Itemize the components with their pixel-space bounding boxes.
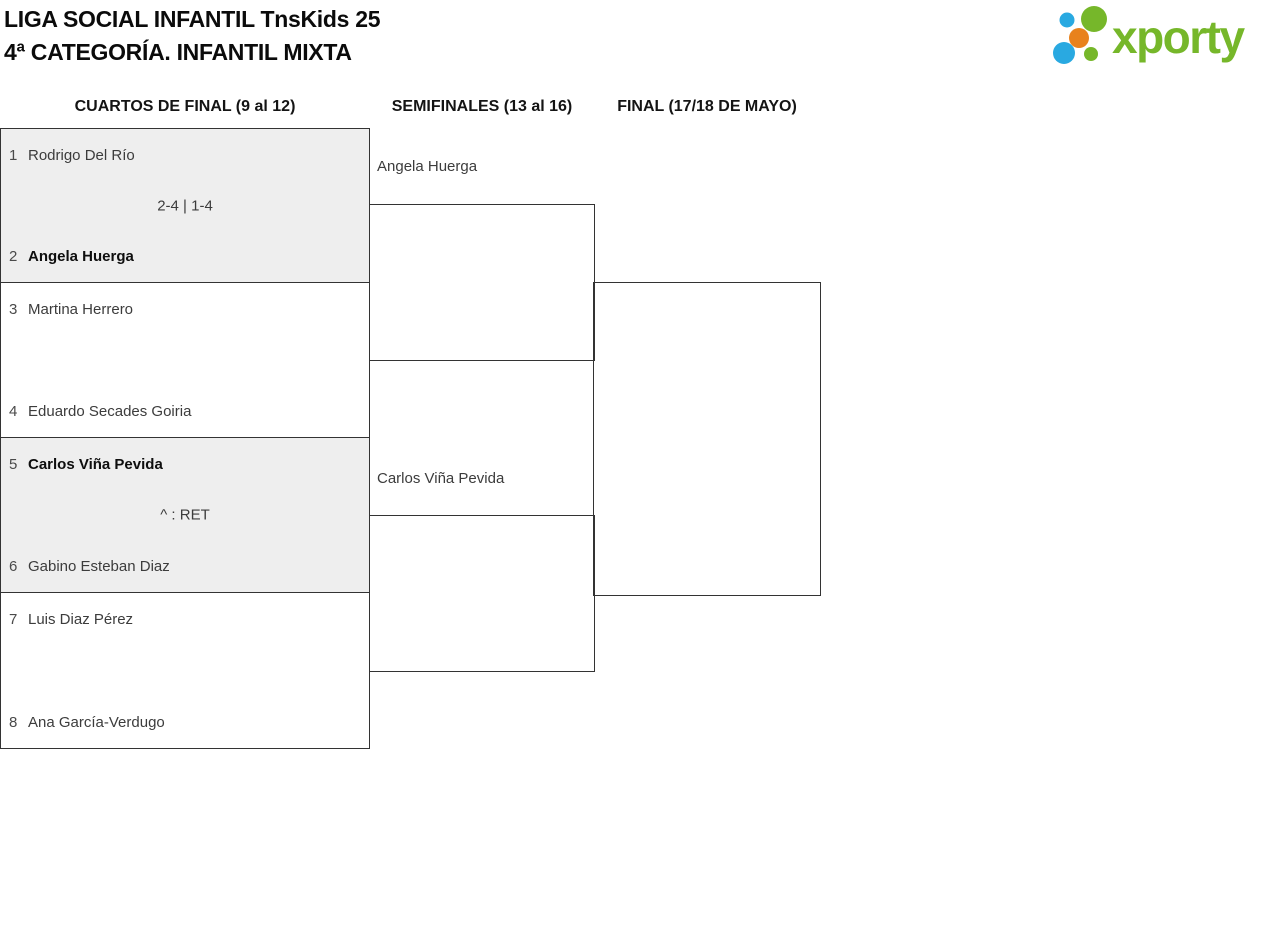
match-quarterfinal-3[interactable]: 5 Carlos Viña Pevida ^ : RET 6 Gabino Es… (0, 437, 370, 593)
round-header-semifinales: SEMIFINALES (13 al 16) (391, 98, 573, 115)
player-seed: 1 (9, 147, 18, 164)
match-quarterfinal-1[interactable]: 1 Rodrigo Del Río 2-4 | 1-4 2 Angela Hue… (0, 128, 370, 283)
player-name: Eduardo Secades Goiria (28, 403, 192, 420)
match-quarterfinal-4[interactable]: 7 Luis Diaz Pérez 8 Ana García-Verdugo (0, 592, 370, 749)
match-score: 2-4 | 1-4 (157, 197, 213, 214)
player-name: Martina Herrero (28, 301, 134, 318)
category-title: 4ª CATEGORÍA. INFANTIL MIXTA (4, 39, 352, 65)
match-player-row: 4 Eduardo Secades Goiria (9, 402, 361, 421)
match-semifinal-1-box[interactable] (369, 204, 595, 361)
semifinal-2-player-name: Carlos Viña Pevida (377, 470, 505, 487)
match-quarterfinal-2[interactable]: 3 Martina Herrero 4 Eduardo Secades Goir… (0, 282, 370, 438)
match-semifinal-2-box[interactable] (369, 515, 595, 672)
player-seed: 8 (9, 714, 18, 731)
player-seed: 7 (9, 611, 18, 628)
match-player-row: 5 Carlos Viña Pevida (9, 455, 361, 474)
player-name: Rodrigo Del Río (28, 147, 135, 164)
match-player-row: 3 Martina Herrero (9, 300, 361, 319)
player-name: Luis Diaz Pérez (28, 611, 134, 628)
player-seed: 4 (9, 403, 18, 420)
player-name: Angela Huerga (28, 248, 134, 265)
player-seed: 6 (9, 558, 18, 575)
player-name: Gabino Esteban Diaz (28, 558, 170, 575)
match-final-box[interactable] (593, 282, 821, 596)
match-player-row: 7 Luis Diaz Pérez (9, 610, 361, 629)
xporty-logo: xporty (1049, 5, 1271, 65)
round-header-final: FINAL (17/18 DE MAYO) (617, 98, 797, 115)
player-name: Ana García-Verdugo (28, 714, 165, 731)
xporty-logo-text: xporty (1112, 11, 1245, 63)
tournament-title: LIGA SOCIAL INFANTIL TnsKids 25 (4, 6, 381, 32)
match-player-row: 1 Rodrigo Del Río (9, 146, 361, 165)
xporty-logo-dots-icon (1053, 6, 1107, 64)
player-seed: 2 (9, 248, 18, 265)
page-header: LIGA SOCIAL INFANTIL TnsKids 25 4ª CATEG… (4, 3, 381, 69)
match-score: ^ : RET (160, 506, 210, 524)
semifinal-1-player-name: Angela Huerga (377, 158, 478, 175)
player-name: Carlos Viña Pevida (28, 456, 163, 473)
player-seed: 3 (9, 301, 18, 318)
round-header-cuartos: CUARTOS DE FINAL (9 al 12) (74, 98, 296, 115)
match-player-row: 8 Ana García-Verdugo (9, 713, 361, 732)
player-seed: 5 (9, 456, 18, 473)
match-player-row: 6 Gabino Esteban Diaz (9, 557, 361, 576)
match-player-row: 2 Angela Huerga (9, 247, 361, 266)
